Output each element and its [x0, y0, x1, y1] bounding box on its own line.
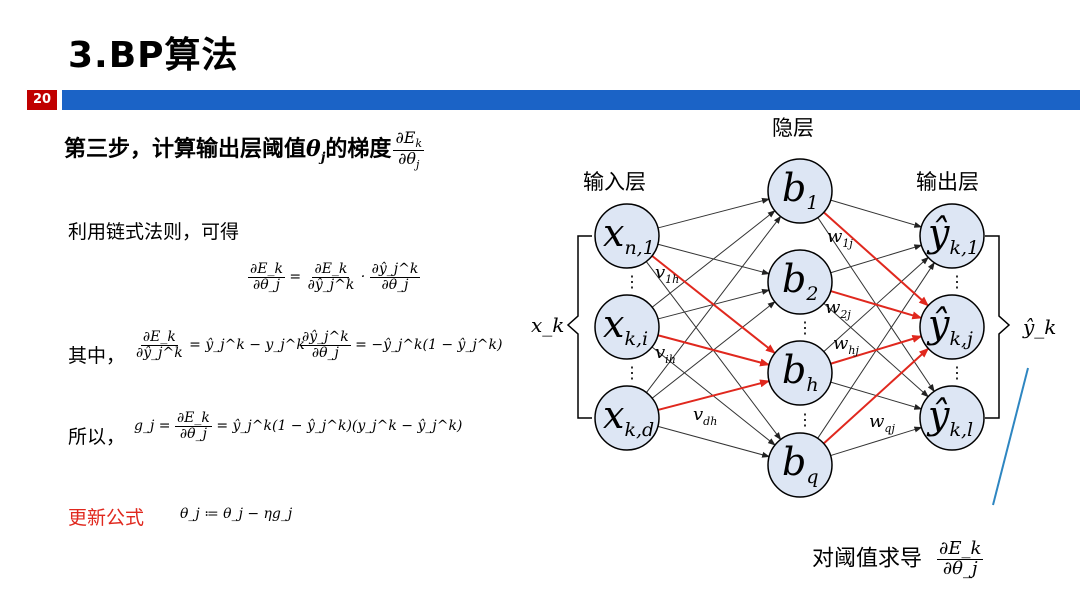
input-brace: [566, 235, 592, 419]
derivative-caption: 对阈值求导 ∂E_k∂θ_j: [812, 538, 984, 579]
output-node: ŷk,j: [919, 294, 985, 360]
slide-title: 3.BP算法: [68, 35, 239, 76]
output-node: ŷk,1: [919, 203, 985, 269]
output-layer-label: 输出层: [916, 170, 979, 194]
weight-label-w: w1j: [827, 226, 853, 250]
highlight-edge-to-yj: [830, 335, 923, 365]
node-circle: [767, 432, 833, 498]
node-circle: [594, 385, 660, 451]
weight-label-w: w2j: [825, 297, 851, 321]
node-label: b1: [782, 166, 818, 214]
input-layer-label: 输入层: [583, 170, 646, 194]
edge-input-hidden: [651, 210, 776, 308]
network-edges: [645, 197, 935, 458]
page-number: 20: [27, 90, 57, 110]
pointer-line: [992, 367, 1029, 506]
weight-label-v: vih: [655, 342, 676, 366]
input-node: xk,i: [594, 294, 660, 360]
edge-input-hidden: [657, 425, 771, 458]
derivative-caption-fraction: ∂E_k∂θ_j: [937, 538, 984, 579]
where-label: 其中，: [68, 345, 126, 367]
ellipsis-dots: ⋮: [949, 363, 965, 382]
ellipsis-dots: ⋮: [624, 272, 640, 291]
step-suffix: 的梯度: [325, 137, 392, 163]
highlight-edge-to-bh: [651, 255, 776, 354]
edge-input-hidden: [657, 197, 770, 229]
ellipsis-dots: ⋮: [797, 318, 813, 337]
network-nodes: xn,1 xk,i xk,d b1 b2 bh bq ŷk,1 ŷk,j ŷk,l ⋮ ⋮ ⋮ ⋮ ⋮ ⋮ v1…: [594, 158, 985, 498]
node-circle: [919, 385, 985, 451]
hidden-node: b1: [767, 158, 833, 224]
derivative-caption-text: 对阈值求导: [812, 546, 923, 572]
step-heading-text: 第三步，计算输出层阈值: [64, 137, 307, 163]
node-label: b2: [782, 257, 818, 305]
weight-label-v: v1h: [655, 262, 679, 286]
so-label: 所以，: [68, 426, 126, 448]
update-equation: θ_j ≔ θ_j − ηg_j: [180, 506, 293, 522]
so-equation: g_j = ∂E_k∂θ_j = ŷ_j^k(1 − ŷ_j^k)(y_j^k …: [134, 410, 463, 442]
highlight-edge-to-yj: [823, 211, 929, 307]
highlight-edge-to-bh: [657, 379, 770, 411]
weight-label-v: vdh: [693, 404, 717, 428]
output-node: ŷk,l: [919, 385, 985, 451]
output-vector-label: ŷ_k: [1022, 315, 1056, 339]
header-bar: [62, 90, 1080, 110]
highlight-edge-to-yj: [830, 290, 923, 320]
ellipsis-dots: ⋮: [797, 410, 813, 429]
node-circle: [767, 158, 833, 224]
hidden-node: bq: [767, 432, 833, 498]
node-label: bq: [782, 440, 819, 488]
node-circle: [767, 340, 833, 406]
node-circle: [919, 294, 985, 360]
hidden-layer-label: 隐层: [772, 116, 814, 140]
where-equation-2: ∂ŷ_j^k∂θ_j = −ŷ_j^k(1 − ŷ_j^k): [300, 329, 503, 361]
node-circle: [767, 249, 833, 315]
where-equation-1: ∂E_k∂ŷ_j^k = ŷ_j^k − y_j^k: [136, 329, 305, 361]
ellipsis-dots: ⋮: [949, 272, 965, 291]
highlight-edge-to-bh: [657, 334, 771, 367]
node-label: xk,d: [603, 393, 654, 441]
node-label: bh: [782, 348, 819, 396]
highlight-edge-to-yj: [823, 347, 930, 445]
hidden-node: b2: [767, 249, 833, 315]
node-circle: [594, 294, 660, 360]
update-label: 更新公式: [68, 507, 145, 529]
input-node: xk,d: [594, 385, 660, 451]
step-fraction: ∂Ek∂θj: [393, 128, 425, 171]
weight-label-w: wqj: [869, 411, 895, 435]
step-heading: 第三步，计算输出层阈值θj的梯度∂Ek∂θj: [64, 128, 425, 171]
edge-hidden-output: [830, 426, 923, 457]
node-label: ŷk,j: [926, 302, 973, 350]
node-label: ŷk,1: [926, 211, 979, 259]
chain-rule-label: 利用链式法则，可得: [68, 221, 240, 243]
node-label: xk,i: [603, 302, 648, 350]
node-label: xn,1: [603, 211, 655, 259]
ellipsis-dots: ⋮: [624, 363, 640, 382]
node-circle: [594, 203, 660, 269]
input-node: xn,1: [594, 203, 660, 269]
output-brace: [985, 235, 1011, 419]
hidden-node: bh: [767, 340, 833, 406]
node-circle: [919, 203, 985, 269]
chain-rule-equation: ∂E_k∂θ_j = ∂E_k∂ŷ_j^k · ∂ŷ_j^k∂θ_j: [248, 261, 421, 293]
edge-hidden-output: [830, 199, 923, 228]
step-theta: θj: [306, 136, 326, 166]
node-label: ŷk,l: [926, 393, 973, 441]
weight-label-w: whj: [833, 333, 860, 357]
input-vector-label: x_k: [531, 313, 564, 337]
